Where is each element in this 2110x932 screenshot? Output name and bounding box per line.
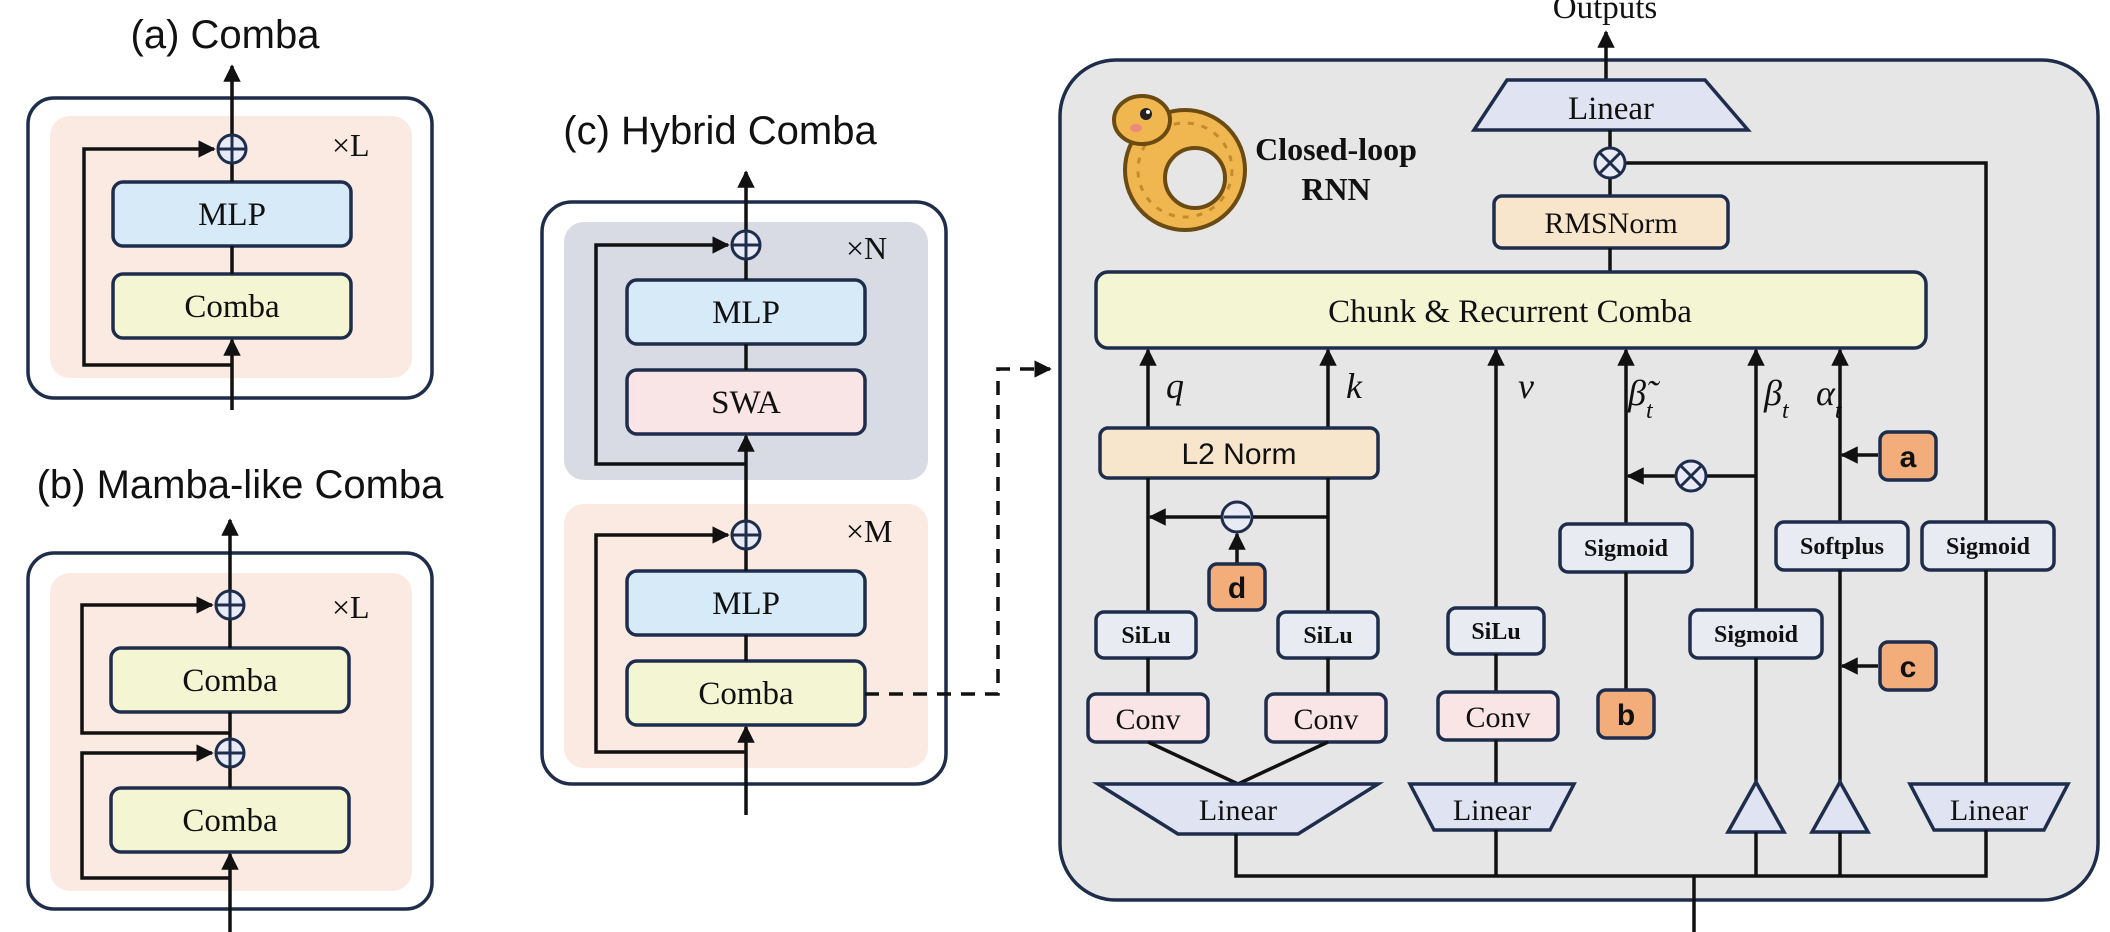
panel-a-mlp-label: MLP [198, 197, 266, 233]
snake-logo [1112, 94, 1247, 232]
panel-c-upper-mlp-label: MLP [712, 295, 780, 331]
linear-qk-shape [1091, 782, 1385, 836]
linear-top-label: Linear [1568, 91, 1654, 127]
rmsnorm-label: RMSNorm [1544, 207, 1677, 240]
panel-c-lower-mlp-label: MLP [712, 586, 780, 622]
panel-b-comba-top-label: Comba [182, 663, 278, 699]
l2norm-box [1098, 426, 1380, 480]
param-d-label: d [1228, 572, 1246, 605]
var-v: v [1518, 366, 1534, 406]
panel-a: (a) Comba ×L MLP Comba [26, 13, 434, 410]
conv-v-box [1436, 690, 1560, 742]
panel-c-lower-repeat: ×M [846, 513, 893, 549]
silu-q-box [1094, 610, 1198, 660]
param-d-box [1207, 562, 1267, 612]
outputs-label: Outputs [1553, 0, 1658, 26]
closed-loop-label: Closed-loop [1255, 131, 1417, 167]
linear-qk-label: Linear [1199, 794, 1277, 827]
silu-v-label: SiLu [1471, 619, 1520, 645]
gate-multiply-node [1593, 146, 1627, 180]
panel-a-comba-label: Comba [184, 289, 280, 325]
panel-b-comba-bottom-label: Comba [182, 803, 278, 839]
linear-v-shape [1407, 782, 1577, 832]
l2norm-label: L2 Norm [1181, 438, 1296, 471]
detail-panel: Outputs Closed-loop RNN Linear RMSNorm [1058, 0, 2100, 932]
sigmoid-gate-box [1920, 520, 2056, 572]
panel-c-lower-comba-label: Comba [698, 676, 794, 712]
param-a-label: a [1900, 441, 1917, 474]
panel-b-title: (b) Mamba-like Comba [37, 463, 445, 507]
linear-top-shape [1470, 78, 1752, 132]
conv-q-label: Conv [1115, 703, 1180, 736]
panel-c-swa-label: SWA [711, 385, 781, 421]
sigmoid-gate-label: Sigmoid [1946, 534, 2031, 560]
panel-c-add-node-lower [730, 519, 762, 551]
subtract-node [1220, 500, 1254, 534]
panel-c-add-node-upper [730, 229, 762, 261]
panel-a-repeat: ×L [332, 127, 370, 163]
silu-q-label: SiLu [1121, 623, 1170, 649]
panel-a-title: (a) Comba [131, 13, 321, 57]
linear-gate-label: Linear [1950, 794, 2028, 827]
silu-k-label: SiLu [1303, 623, 1352, 649]
panel-b-add-node-top [214, 589, 246, 621]
panel-b-add-node-bottom [214, 737, 246, 769]
softplus-box [1774, 520, 1910, 572]
beta-multiply-node [1674, 459, 1708, 493]
panel-c-upper-repeat: ×N [846, 230, 887, 266]
linear-gate-shape [1907, 782, 2071, 832]
var-k: k [1346, 366, 1363, 406]
var-q: q [1166, 366, 1184, 406]
chunk-recurrent-box [1094, 270, 1928, 350]
linear-v-label: Linear [1453, 794, 1531, 827]
param-c-label: c [1900, 651, 1917, 684]
param-b-label: b [1617, 699, 1635, 732]
panel-b-repeat: ×L [332, 589, 370, 625]
panel-c-title: (c) Hybrid Comba [563, 109, 877, 153]
panel-c: (c) Hybrid Comba ×N MLP SWA ×M MLP Comba [540, 109, 1052, 815]
param-c-box [1878, 640, 1938, 692]
sigmoid-beta-label: Sigmoid [1714, 622, 1799, 648]
chunk-recurrent-label: Chunk & Recurrent Comba [1328, 294, 1692, 330]
conv-k-label: Conv [1293, 703, 1358, 736]
rnn-label: RNN [1301, 171, 1370, 207]
panel-c-detail-link [865, 360, 1052, 696]
conv-v-label: Conv [1465, 701, 1530, 734]
param-a-box [1878, 430, 1938, 482]
sigmoid-beta-tilde-label: Sigmoid [1584, 536, 1669, 562]
softplus-label: Softplus [1800, 534, 1884, 560]
panel-a-add-node [216, 133, 248, 165]
panel-b: (b) Mamba-like Comba ×L Comba Comba [26, 463, 445, 932]
var-beta: βt [1763, 373, 1790, 424]
param-b-box [1596, 688, 1656, 740]
